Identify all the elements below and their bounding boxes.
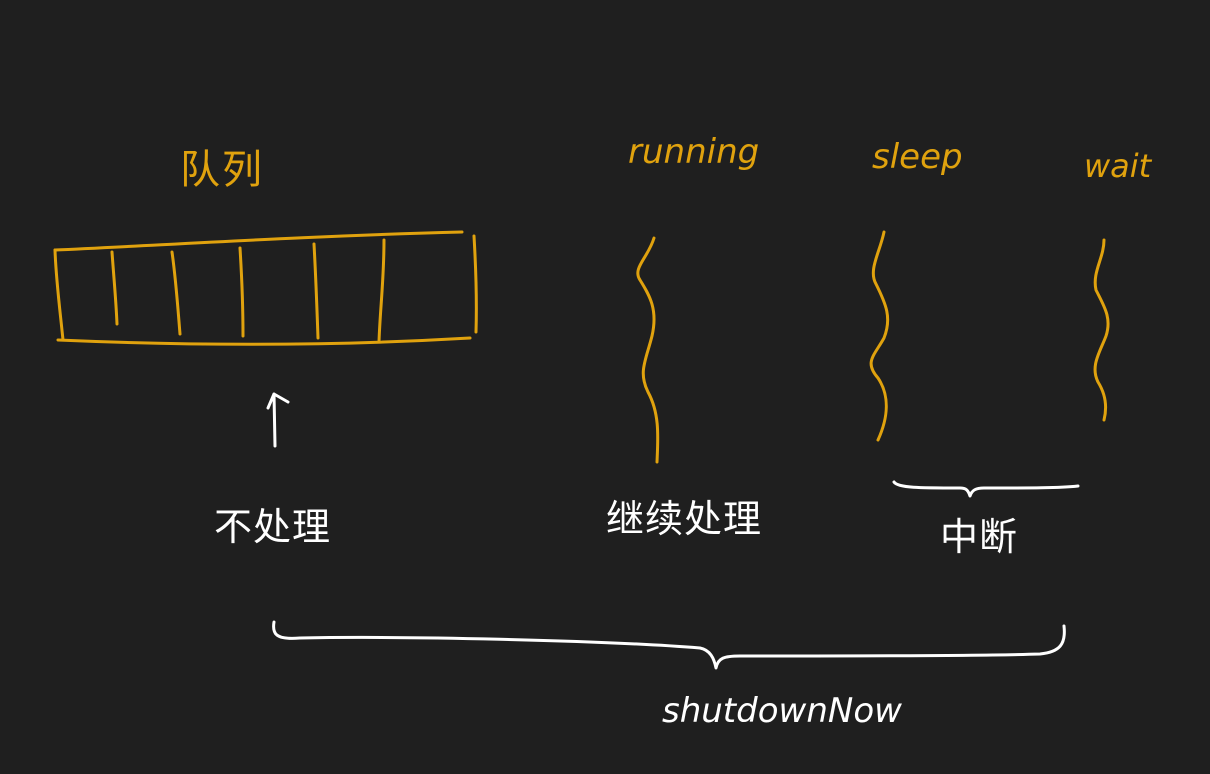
- queue-cell-divider: [377, 238, 386, 344]
- queue-box-right: [472, 234, 478, 334]
- queue-cell-divider: [110, 250, 119, 326]
- sleep-thread-line: [869, 230, 890, 442]
- queue-box-left: [53, 248, 65, 342]
- wait-label: wait: [1084, 147, 1152, 185]
- queue-label: 队列: [180, 147, 264, 193]
- running-thread-line: [636, 236, 660, 464]
- shutdown-now-label: shutdownNow: [662, 691, 902, 731]
- sleep-label: sleep: [872, 137, 963, 177]
- arrow-up-icon: [266, 392, 290, 448]
- interrupt-label: 中断: [940, 515, 1019, 559]
- queue-cell-divider: [312, 242, 320, 340]
- queue-cell-divider: [238, 246, 245, 338]
- interrupt-brace: [892, 480, 1080, 498]
- shutdown-brace: [272, 620, 1066, 670]
- running-label: running: [628, 132, 760, 172]
- continue-process-label: 继续处理: [606, 497, 763, 541]
- not-process-label: 不处理: [214, 505, 332, 549]
- queue-cell-divider: [170, 250, 182, 336]
- queue-box-top: [53, 230, 464, 252]
- wait-thread-line: [1093, 238, 1110, 422]
- queue-box-bottom: [56, 336, 472, 346]
